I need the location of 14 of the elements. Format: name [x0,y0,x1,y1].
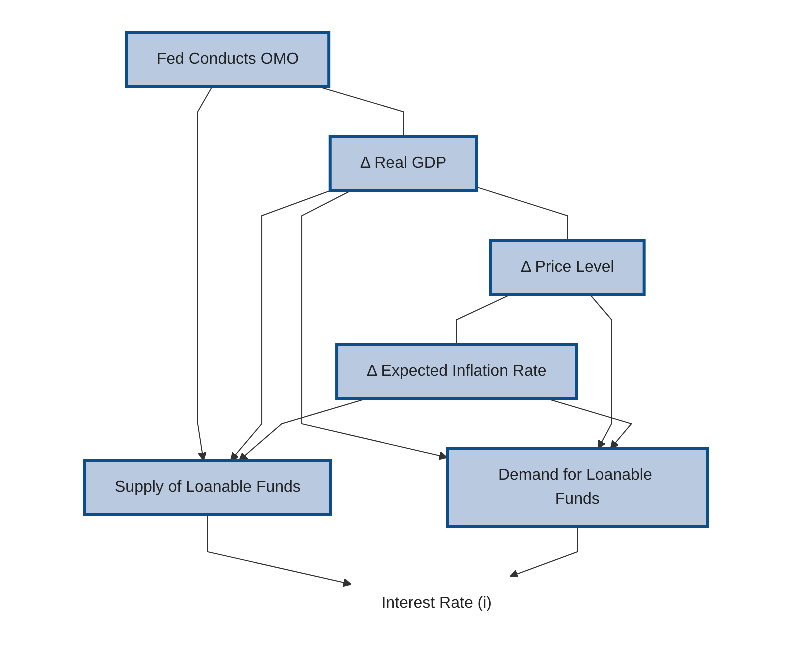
node-box: Δ Real GDP [329,136,478,192]
node-box: Fed Conducts OMO [126,32,331,88]
arrow [208,514,352,588]
arrow [302,190,448,460]
connector [476,186,568,242]
arrow [230,190,332,462]
arrow [590,294,612,450]
node-box: Demand for Loanable Funds [446,448,710,528]
arrow [510,526,578,578]
node-text: Interest Rate (i) [382,594,492,612]
node-box: Δ Price Level [490,240,646,296]
node-box: Supply of Loanable Funds [84,460,333,516]
node-box: Δ Expected Inflation Rate [336,344,578,400]
arrow [198,86,214,462]
